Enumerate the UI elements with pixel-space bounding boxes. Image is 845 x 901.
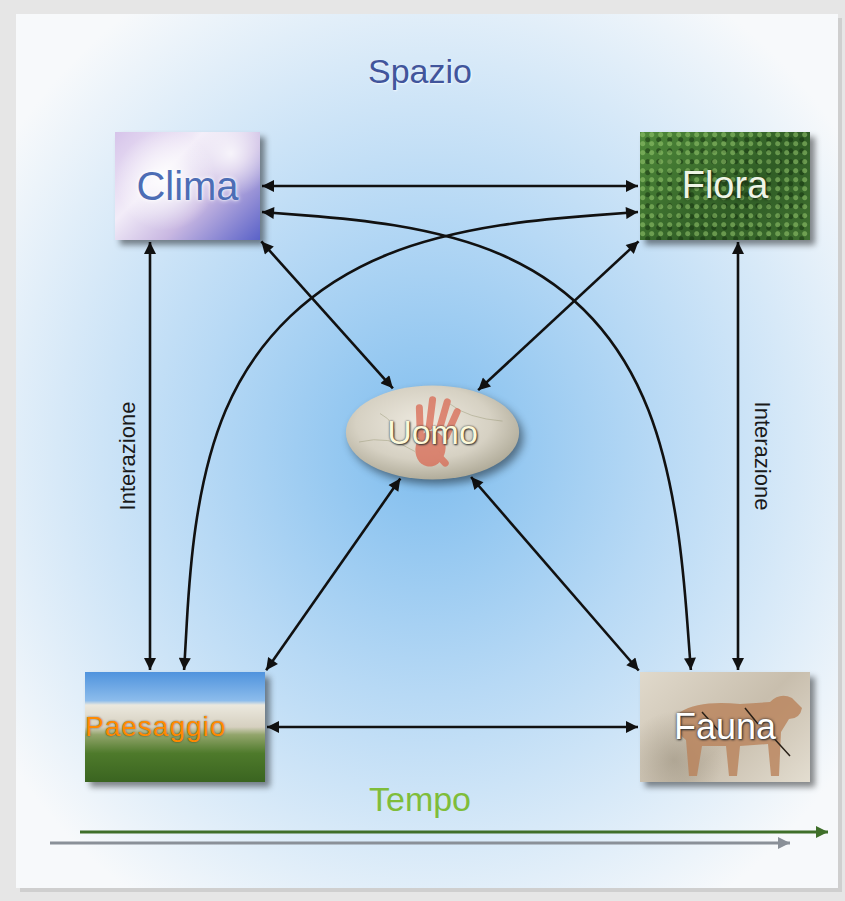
fauna-box: Fauna: [640, 672, 810, 782]
time-label: Tempo: [369, 780, 471, 819]
node-label: Fauna: [674, 706, 776, 747]
node-label: Flora: [682, 164, 769, 208]
node-label: Paesaggio: [85, 711, 226, 743]
interaction-arrow: [267, 726, 638, 729]
flora-box: Flora: [640, 132, 810, 240]
interaction-arrow: [266, 479, 400, 671]
interaction-arrow: [478, 241, 638, 390]
interaction-arrow: [471, 477, 639, 670]
interaction-arrow: [262, 185, 638, 188]
human-ellipse: Uomo: [345, 385, 520, 480]
interaction-arrow: [149, 242, 152, 670]
landscape-box: Paesaggio: [85, 672, 265, 782]
node-label: Uomo: [387, 413, 478, 452]
interaction-arrow: [262, 212, 691, 670]
edge-label: Interazione: [749, 402, 774, 511]
time-axis: [80, 831, 828, 834]
interaction-arrow: [184, 212, 638, 670]
node-label: Clima: [136, 163, 238, 209]
interaction-arrow: [737, 242, 740, 670]
edge-label: Interazione: [115, 402, 140, 511]
panel: [16, 14, 838, 888]
time-axis-shadow: [50, 842, 790, 845]
climate-box: Clima: [115, 132, 260, 240]
diagram-title: Spazio: [368, 52, 472, 91]
stone-ellipse: [346, 385, 519, 479]
interaction-arrow: [261, 241, 393, 388]
